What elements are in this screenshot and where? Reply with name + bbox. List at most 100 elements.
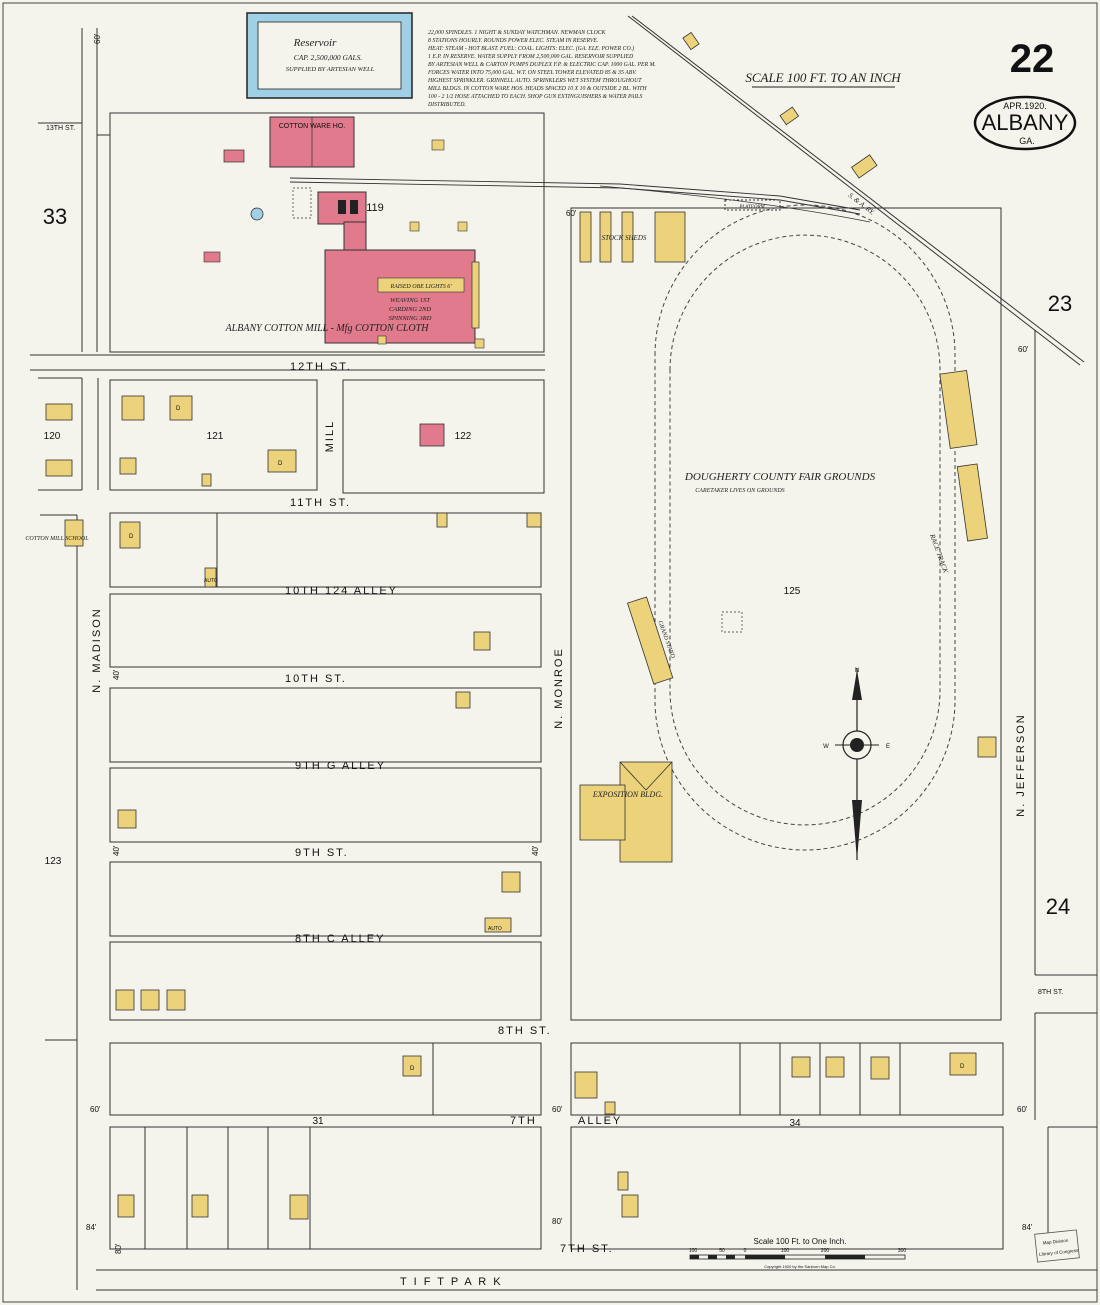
city-name: ALBANY (982, 110, 1069, 135)
dim-40: 40' (112, 845, 121, 856)
street-grid (30, 28, 1097, 1291)
alley-7th-a: 7TH (510, 1115, 537, 1127)
water-tower-icon (250, 207, 264, 221)
cotton-warehouse-label: COTTON WARE HO. (279, 123, 346, 130)
mill-note-line: 22,000 SPINDLES. 1 NIGHT & SUNDAY WATCHM… (428, 30, 607, 36)
railroad (289, 15, 1085, 366)
block-123: 123 (45, 856, 62, 867)
block-31: 31 (312, 1116, 324, 1127)
compass-e: E (886, 744, 890, 750)
street-9th: 9TH ST. (295, 847, 349, 859)
scale-tick: 300 (898, 1248, 907, 1254)
dim-60: 60' (1017, 1105, 1028, 1114)
city-cartouche: APR.1920. ALBANY GA. (973, 95, 1077, 151)
reservoir-capacity: CAP. 2,500,000 GALS. (294, 53, 363, 62)
state-name: GA. (1019, 136, 1035, 146)
block-120: 120 (44, 431, 61, 442)
mill-name: ALBANY COTTON MILL - Mfg COTTON CLOTH (225, 323, 430, 334)
exposition-label: EXPOSITION BLDG. (592, 790, 663, 799)
street-mill: MILL (324, 420, 336, 452)
sheet-date: APR.1920. (1003, 101, 1047, 111)
library-stamp: Map Division Library of Congress (1034, 1229, 1080, 1263)
scale-tick: 200 (821, 1248, 830, 1254)
dwelling-mark: D (176, 406, 181, 412)
scale-tick: 100 (689, 1248, 698, 1254)
weaving-label: WEAVING 1ST (390, 297, 430, 304)
race-track-outer (654, 204, 956, 851)
street-madison: N. MADISON (91, 607, 103, 692)
mill-note-line: MILL BLDGS. IN COTTON WARE HOS. HEADS SP… (427, 86, 647, 92)
reservoir-title: Reservoir (293, 37, 337, 49)
street-11th: 11TH ST. (290, 497, 351, 509)
compass-w: W (823, 744, 829, 750)
scale-tick: 0 (744, 1248, 747, 1254)
exposition-building (579, 761, 673, 863)
scale-tick: 100 (781, 1248, 790, 1254)
dim-84: 84' (1022, 1223, 1033, 1232)
block-122: 122 (455, 431, 472, 442)
copyright: Copyright 1920 by the Sanborn Map Co. (764, 1264, 836, 1269)
stock-sheds (579, 211, 686, 263)
dwelling-mark: D (278, 461, 283, 467)
school-label: COTTON MILL SCHOOL (25, 536, 89, 542)
scale-label-bottom: Scale 100 Ft. to One Inch. (754, 1237, 847, 1246)
page-number: 22 (1010, 37, 1055, 81)
block-119: 119 (366, 202, 384, 214)
mill-main-building (324, 249, 476, 344)
mill-note-line: 8 STATIONS HOURLY. ROUNDS POWER ELEC. ST… (428, 38, 598, 44)
auto-mark: AUTO (488, 926, 502, 932)
dwelling-mark: D (960, 1064, 965, 1070)
scale-bar: Scale 100 Ft. to One Inch. 100 50 0 100 … (689, 1237, 907, 1269)
street-monroe: N. MONROE (553, 647, 565, 729)
alley-10th: 10TH 124 ALLEY (285, 585, 398, 597)
dim-60: 60' (1018, 345, 1029, 354)
block-121: 121 (207, 431, 224, 442)
mill-note-line: HEAT: STEAM - HOT BLAST. FUEL: COAL. LIG… (427, 45, 634, 52)
east-sheds (939, 369, 997, 758)
block-33: 33 (43, 204, 67, 229)
street-8th: 8TH ST. (498, 1025, 552, 1037)
dim-40: 40' (112, 669, 121, 680)
dim-40: 40' (531, 845, 540, 856)
spinning-label: SPINNING 3RD (389, 315, 432, 322)
caretaker-note: CARETAKER LIVES ON GROUNDS (695, 488, 784, 494)
street-10th: 10TH ST. (285, 673, 347, 685)
race-track-inner (669, 234, 941, 826)
dim-60: 60' (566, 209, 577, 218)
street-8th-short: 8TH ST. (1038, 989, 1063, 996)
street-13th: 13TH ST. (46, 125, 75, 132)
block-34: 34 (789, 1118, 801, 1129)
mill-notes: 22,000 SPINDLES. 1 NIGHT & SUNDAY WATCHM… (427, 30, 656, 108)
dim-84: 84' (86, 1223, 97, 1232)
auto-mark: AUTO (204, 578, 218, 584)
mill-note-line: DISTRIBUTED. (427, 102, 466, 108)
mill-note-line: 100 - 2 1/2 HOSE ATTACHED TO EACH. SHOP … (428, 94, 643, 100)
alley-8th: 8TH C ALLEY (295, 933, 385, 945)
brick-building-122 (419, 423, 445, 447)
alley-7th-b: ALLEY (578, 1115, 622, 1127)
mill-note-line: 1 E.P. IN RESERVE. WATER SUPPLY FROM 2,5… (428, 54, 634, 60)
street-jefferson: N. JEFFERSON (1015, 713, 1027, 816)
dwelling-mark: D (410, 1066, 415, 1072)
street-12th: 12TH ST. (290, 361, 352, 373)
raised-lights-label: RAISED OBE LIGHTS 6' (389, 284, 452, 290)
dim-60: 60' (552, 1105, 563, 1114)
mill-note-line: HIGHEST SPRINKLER. GRINNELL AUTO. SPRINK… (427, 78, 642, 84)
platform (724, 199, 781, 211)
mill-note-line: BY ARTESIAN WELL & CARTON PUMPS DUPLEX F… (428, 62, 656, 68)
block-23: 23 (1048, 291, 1072, 316)
block-24: 24 (1046, 894, 1070, 919)
block-125: 125 (784, 586, 801, 597)
stock-sheds-label: STOCK SHEDS (602, 234, 647, 242)
grandstand (627, 596, 674, 685)
dim-80: 80' (552, 1217, 563, 1226)
dwellings (45, 395, 977, 1220)
mill-note-line: FORCES WATER INTO 75,000 GAL. W.T. ON ST… (427, 70, 637, 76)
dim-60: 60' (93, 33, 102, 44)
carding-label: CARDING 2ND (389, 306, 431, 313)
scale-label-top: SCALE 100 FT. TO AN INCH (745, 70, 901, 85)
dim-60: 60' (90, 1105, 101, 1114)
scale-tick: 50 (719, 1248, 725, 1254)
